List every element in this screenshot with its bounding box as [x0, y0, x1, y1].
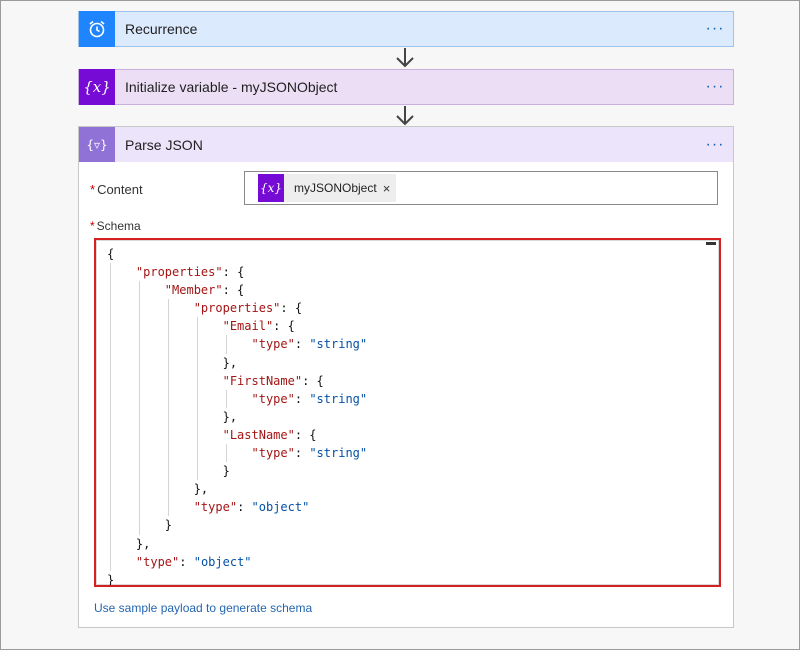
- code-line: "properties": {: [107, 299, 367, 318]
- recurrence-step[interactable]: Recurrence ···: [78, 11, 734, 47]
- schema-code: { "properties": { "Member": { "propertie…: [107, 245, 367, 587]
- content-label: *Content: [90, 182, 143, 197]
- token-label: myJSONObject: [294, 181, 377, 195]
- code-line: "FirstName": {: [107, 371, 367, 390]
- code-line: },: [107, 480, 367, 499]
- code-line: }: [107, 516, 367, 535]
- step-title: Recurrence: [125, 21, 198, 37]
- parse-json-header[interactable]: {▿} Parse JSON ···: [79, 127, 733, 162]
- schema-editor[interactable]: { "properties": { "Member": { "propertie…: [94, 238, 721, 587]
- schema-label: *Schema: [90, 219, 141, 233]
- content-input[interactable]: {x} myJSONObject ×: [244, 171, 718, 205]
- scrollbar[interactable]: [706, 242, 716, 245]
- code-line: "type": "string": [107, 444, 367, 463]
- code-line: },: [107, 353, 367, 372]
- parse-json-card: {▿} Parse JSON ··· *Content {x} myJSONOb…: [78, 126, 734, 628]
- alarm-clock-icon: [79, 11, 115, 47]
- more-options-button[interactable]: ···: [705, 20, 725, 37]
- arrow-down-icon: [396, 106, 414, 126]
- dynamic-content-token[interactable]: {x} myJSONObject ×: [258, 174, 397, 202]
- code-line: "type": "object": [107, 498, 367, 517]
- variable-icon: {x}: [79, 69, 115, 105]
- step-title: Initialize variable - myJSONObject: [125, 79, 338, 95]
- generate-schema-link[interactable]: Use sample payload to generate schema: [94, 601, 313, 615]
- code-line: }: [107, 572, 115, 587]
- variable-icon: {x}: [258, 174, 284, 202]
- more-options-button[interactable]: ···: [705, 78, 725, 95]
- code-line: "type": "object": [107, 552, 367, 571]
- code-line: "Email": {: [107, 317, 367, 336]
- code-line: "LastName": {: [107, 425, 367, 445]
- required-marker: *: [90, 182, 96, 197]
- more-options-button[interactable]: ···: [705, 135, 725, 153]
- parse-json-icon: {▿}: [79, 127, 115, 162]
- initialize-variable-step[interactable]: {x} Initialize variable - myJSONObject ·…: [78, 69, 734, 105]
- code-line: },: [107, 534, 367, 553]
- code-line: "type": "string": [107, 335, 367, 354]
- required-marker: *: [90, 219, 95, 233]
- arrow-down-icon: [396, 48, 414, 68]
- step-title: Parse JSON: [125, 136, 203, 153]
- code-line: "Member": {: [107, 281, 367, 300]
- code-line: "properties": {: [107, 263, 367, 282]
- code-line: }: [107, 462, 367, 481]
- code-line: {: [107, 247, 115, 261]
- code-line: "type": "string": [107, 389, 367, 408]
- code-line: },: [107, 407, 367, 426]
- remove-token-button[interactable]: ×: [382, 180, 391, 196]
- svg-text:{▿}: {▿}: [87, 138, 107, 152]
